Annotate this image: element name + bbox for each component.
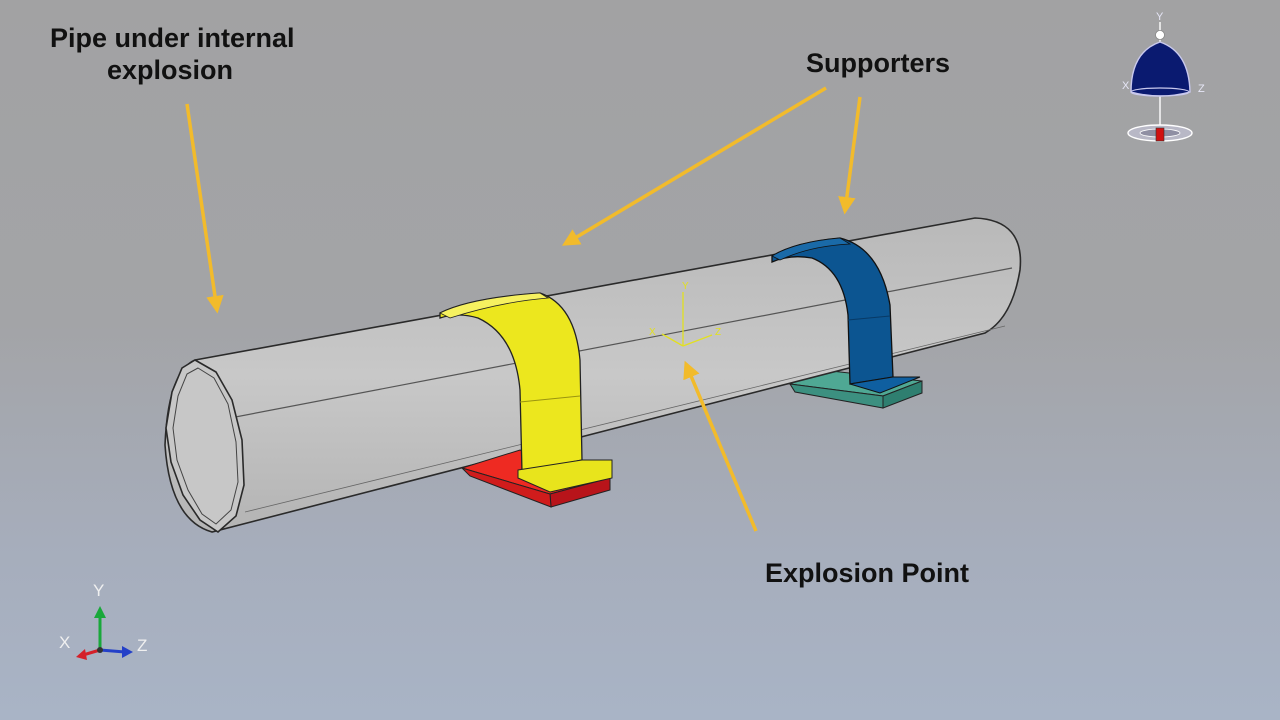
label-pipe-line1: Pipe under internal xyxy=(50,23,295,53)
svg-text:Z: Z xyxy=(715,327,721,338)
support-left-clamp[interactable] xyxy=(439,292,613,493)
svg-text:X: X xyxy=(1122,80,1130,92)
svg-text:X: X xyxy=(649,327,656,338)
label-pipe-line2: explosion xyxy=(107,55,234,85)
svg-text:Y: Y xyxy=(1156,11,1164,23)
global-axis-triad-icon xyxy=(76,606,133,660)
arrow-supporter-right xyxy=(838,96,862,215)
triad-label-y: Y xyxy=(93,581,105,600)
support-right-clamp[interactable] xyxy=(771,237,921,394)
svg-text:Z: Z xyxy=(1198,83,1205,95)
triad-label-x: X xyxy=(59,633,71,652)
triad-label-z: Z xyxy=(137,636,148,655)
pipe[interactable] xyxy=(164,217,1022,534)
label-pipe: Pipe under internal explosion xyxy=(50,22,295,86)
arrow-supporter-left xyxy=(561,86,827,246)
view-manipulator-icon[interactable]: Y X Z xyxy=(1122,11,1205,142)
pipe-open-end xyxy=(165,359,245,534)
svg-text:Y: Y xyxy=(682,281,689,292)
annotation-arrows xyxy=(185,86,862,532)
arrow-explosion-point xyxy=(683,360,758,532)
label-explosion-point: Explosion Point xyxy=(765,558,970,588)
arrow-pipe xyxy=(185,103,224,314)
local-csys-icon: Y X Z xyxy=(649,281,721,347)
label-supporters: Supporters xyxy=(806,48,951,78)
